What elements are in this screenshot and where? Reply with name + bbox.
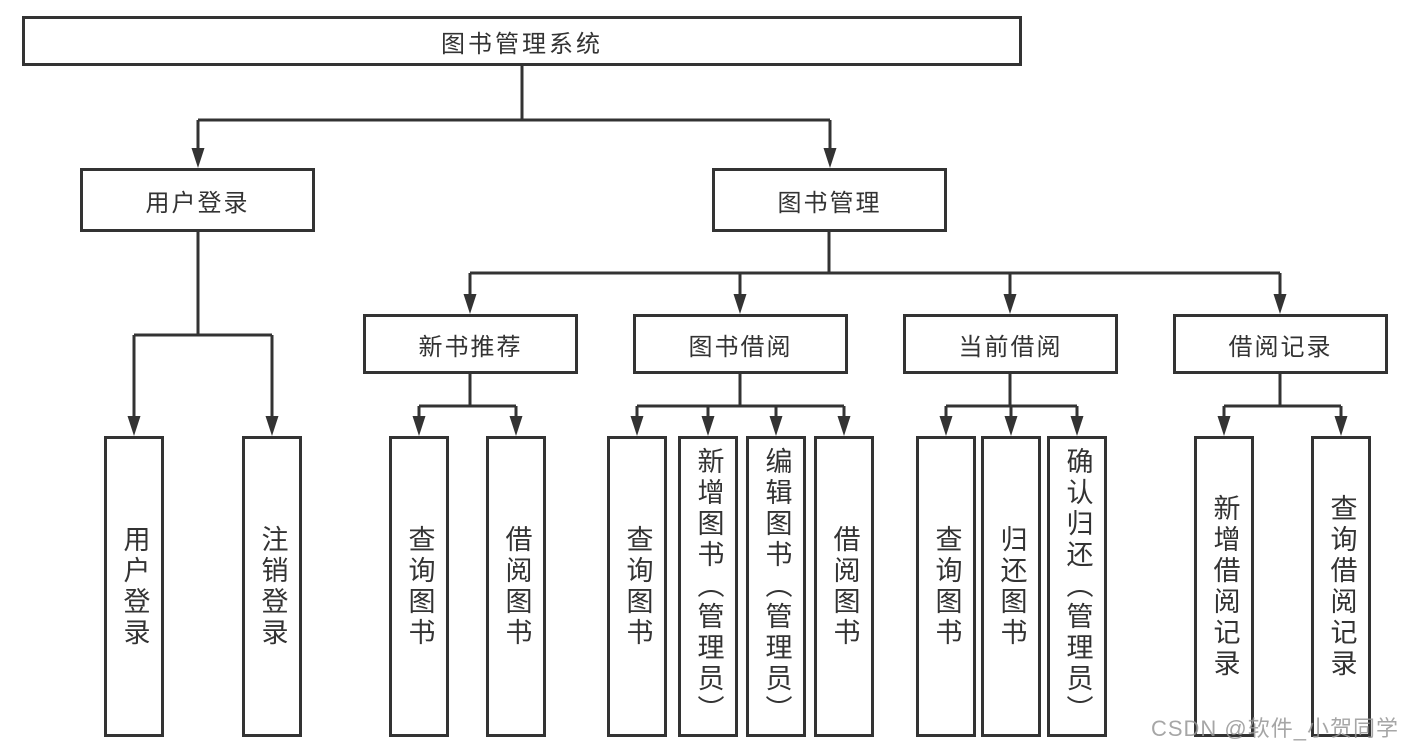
leaf-query-borrow-record: 查询借阅记录	[1311, 436, 1371, 737]
node-library-management-system: 图书管理系统	[22, 16, 1022, 66]
leaf-query-books-current: 查询图书	[916, 436, 976, 737]
leaf-borrow-books-borrowing: 借阅图书	[814, 436, 874, 737]
node-label: 新书推荐	[418, 333, 523, 361]
watermark-text: CSDN @软件_小贺同学	[1150, 716, 1399, 741]
node-label: 用户登录	[145, 189, 250, 217]
node-label: 查询图书	[931, 524, 962, 649]
node-label: 用户登录	[119, 524, 150, 649]
node-user-login: 用户登录	[80, 168, 315, 232]
node-borrowing-records: 借阅记录	[1173, 314, 1388, 374]
node-label: 确认归还（管理员）	[1062, 447, 1093, 726]
leaf-logout: 注销登录	[242, 436, 302, 737]
node-label: 查询借阅记录	[1326, 493, 1357, 680]
node-label: 查询图书	[404, 524, 435, 649]
node-label: 当前借阅	[958, 333, 1063, 361]
tree-edges	[132, 66, 1343, 420]
leaf-borrow-books-recommend: 借阅图书	[486, 436, 546, 737]
leaf-add-book-admin: 新增图书（管理员）	[678, 436, 738, 737]
node-book-management: 图书管理	[712, 168, 947, 232]
node-label: 编辑图书（管理员）	[761, 447, 792, 726]
node-book-borrowing: 图书借阅	[633, 314, 848, 374]
leaf-return-books: 归还图书	[981, 436, 1041, 737]
node-label: 借阅图书	[829, 524, 860, 649]
node-label: 新增借阅记录	[1209, 493, 1240, 680]
leaf-user-login: 用户登录	[104, 436, 164, 737]
leaf-edit-book-admin: 编辑图书（管理员）	[746, 436, 806, 737]
node-new-book-recommendation: 新书推荐	[363, 314, 578, 374]
node-label: 图书管理系统	[441, 30, 603, 58]
node-label: 图书借阅	[688, 333, 793, 361]
leaf-add-borrow-record: 新增借阅记录	[1194, 436, 1254, 737]
node-label: 查询图书	[622, 524, 653, 649]
node-current-borrowing: 当前借阅	[903, 314, 1118, 374]
leaf-query-books-recommend: 查询图书	[389, 436, 449, 737]
node-label: 借阅记录	[1228, 333, 1333, 361]
node-label: 注销登录	[257, 524, 288, 649]
leaf-query-books-borrowing: 查询图书	[607, 436, 667, 737]
node-label: 借阅图书	[501, 524, 532, 649]
node-label: 归还图书	[996, 524, 1027, 649]
leaf-confirm-return-admin: 确认归还（管理员）	[1047, 436, 1107, 737]
node-label: 图书管理	[777, 189, 882, 217]
node-label: 新增图书（管理员）	[693, 447, 724, 726]
